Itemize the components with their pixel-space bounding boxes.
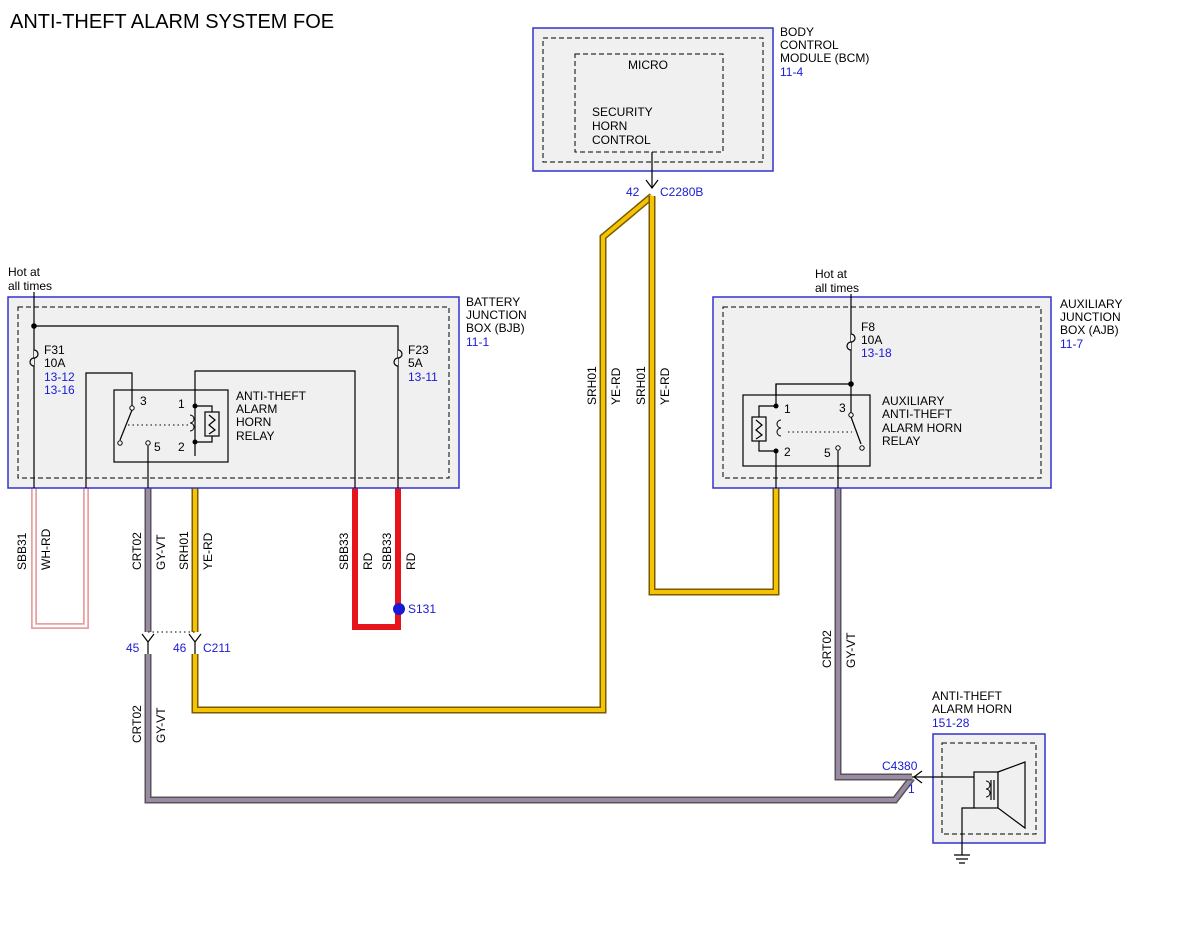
wires (31, 193, 915, 804)
ajb-horn-relay: 1 3 2 5 AUXILIARY ANTI-THEFT ALARM HORN … (742, 384, 962, 488)
bjb-relay-pin5: 5 (154, 440, 161, 454)
auxiliary-junction-box: Hot at all times F8 10A 13-18 1 3 (712, 267, 1122, 489)
connector-c211: 45 46 C211 (126, 631, 231, 655)
bcm-pin-label: 42 (626, 185, 640, 199)
wire-label-sbb33-b-circuit: SBB33 (380, 532, 394, 570)
bjb-horn-relay: 3 1 5 2 ANTI-THEFT ALARM HORN RELAY (85, 370, 356, 488)
bcm-name-line3: MODULE (BCM) (780, 51, 869, 65)
wire-label-sbb33-b-color: RD (404, 552, 418, 570)
wire-crt02-lower (144, 654, 915, 804)
bcm-ref-link[interactable]: 11-4 (780, 65, 803, 79)
wire-label-srh01-mid-b-color: YE-RD (658, 367, 672, 405)
ajb-hot-line2: all times (815, 281, 859, 295)
wire-label-crt02-upper-color: GY-VT (154, 534, 168, 570)
anti-theft-alarm-horn: ANTI-THEFT ALARM HORN 151-28 C4380 1 (882, 689, 1046, 864)
ajb-name-line3: BOX (AJB) (1060, 323, 1119, 337)
ajb-hot-line1: Hot at (815, 267, 848, 281)
ajb-f8-name: F8 (861, 320, 875, 334)
wire-label-sbb31-circuit: SBB31 (15, 532, 29, 570)
horn-pin-label: 1 (908, 782, 915, 796)
bjb-relay-pin3: 3 (140, 394, 147, 408)
bjb-hot-line1: Hot at (8, 265, 41, 279)
c211-pin46: 46 (173, 641, 187, 655)
bjb-ref-link[interactable]: 11-1 (466, 335, 489, 349)
wire-label-srh01-mid-a-circuit: SRH01 (585, 366, 599, 405)
horn-ref-link[interactable]: 151-28 (932, 716, 970, 730)
bjb-relay-name-line2: ALARM (236, 402, 277, 416)
wire-label-crt02-lower-color: GY-VT (154, 707, 168, 743)
wire-label-crt02-lower-circuit: CRT02 (130, 705, 144, 743)
bjb-name-line2: JUNCTION (466, 308, 527, 322)
horn-name-line1: ANTI-THEFT (932, 689, 1003, 703)
horn-connector-label: C4380 (882, 759, 918, 773)
bjb-hot-line2: all times (8, 279, 52, 293)
wire-label-sbb33-a-color: RD (361, 552, 375, 570)
bjb-f31-rating: 10A (44, 356, 65, 370)
bcm-function-line2: HORN (592, 119, 627, 133)
ajb-relay-pin1: 1 (784, 402, 791, 416)
bjb-relay-name-line1: ANTI-THEFT (236, 389, 307, 403)
wire-srh01-ajb (648, 196, 780, 596)
bjb-f23-name: F23 (408, 343, 429, 357)
c211-pin45: 45 (126, 641, 140, 655)
wire-sbb31 (31, 488, 89, 629)
bcm-function-line3: CONTROL (592, 133, 651, 147)
bjb-name-line3: BOX (BJB) (466, 321, 525, 335)
wire-label-srh01-mid-b-circuit: SRH01 (634, 366, 648, 405)
splice-s131-dot (393, 603, 405, 615)
ajb-f8-rating: 10A (861, 333, 882, 347)
bjb-relay-name-line3: HORN (236, 415, 271, 429)
c211-connector-label: C211 (203, 641, 231, 655)
ajb-relay-name-line4: RELAY (882, 434, 920, 448)
bcm-micro-label: MICRO (628, 58, 668, 72)
wire-label-crt02-upper-circuit: CRT02 (130, 532, 144, 570)
bjb-f23-rating: 5A (408, 356, 423, 370)
ajb-f8-ref1[interactable]: 13-18 (861, 346, 892, 360)
wire-sbb33 (352, 488, 401, 630)
ajb-name-line1: AUXILIARY (1060, 297, 1122, 311)
bcm-module: MICRO SECURITY HORN CONTROL BODY CONTROL… (532, 25, 869, 199)
ajb-relay-name-line1: AUXILIARY (882, 394, 944, 408)
wire-labels: SBB31 WH-RD CRT02 GY-VT SRH01 YE-RD SBB3… (15, 366, 858, 743)
ajb-relay-pin5: 5 (824, 446, 831, 460)
splice-s131-label: S131 (408, 602, 436, 616)
bcm-name-line2: CONTROL (780, 38, 839, 52)
bcm-function-line1: SECURITY (592, 105, 653, 119)
ajb-relay-pin2: 2 (784, 445, 791, 459)
wire-label-srh01-left-circuit: SRH01 (177, 531, 191, 570)
diagram-title: ANTI-THEFT ALARM SYSTEM FOE (10, 11, 334, 33)
bjb-name-line1: BATTERY (466, 295, 520, 309)
bcm-connector-label: C2280B (660, 185, 703, 199)
ajb-ref-link[interactable]: 11-7 (1060, 337, 1083, 351)
ajb-name-line2: JUNCTION (1060, 310, 1121, 324)
bjb-relay-pin1: 1 (178, 397, 185, 411)
bcm-name-line1: BODY (780, 25, 814, 39)
ajb-relay-name-line3: ALARM HORN (882, 421, 962, 435)
ajb-relay-name-line2: ANTI-THEFT (882, 407, 953, 421)
bjb-f31-name: F31 (44, 343, 65, 357)
wire-label-srh01-mid-a-color: YE-RD (609, 367, 623, 405)
battery-junction-box: Hot at all times F31 10A 13-12 13-16 F23… (7, 265, 527, 489)
bjb-relay-name-line4: RELAY (236, 429, 274, 443)
bjb-f23-ref1[interactable]: 13-11 (408, 370, 438, 384)
bjb-f31-ref1[interactable]: 13-12 (44, 370, 75, 384)
bjb-f31-ref2[interactable]: 13-16 (44, 383, 75, 397)
wire-label-sbb33-a-circuit: SBB33 (337, 532, 351, 570)
wire-label-sbb31-color: WH-RD (39, 528, 53, 570)
horn-name-line2: ALARM HORN (932, 702, 1012, 716)
wire-label-crt02-right-circuit: CRT02 (820, 630, 834, 668)
ajb-relay-pin3: 3 (839, 401, 846, 415)
wire-crt02-right (834, 488, 912, 781)
bjb-relay-pin2: 2 (178, 440, 185, 454)
wire-srh01-long (191, 193, 655, 714)
wire-label-srh01-left-color: YE-RD (201, 532, 215, 570)
wire-label-crt02-right-color: GY-VT (844, 632, 858, 668)
